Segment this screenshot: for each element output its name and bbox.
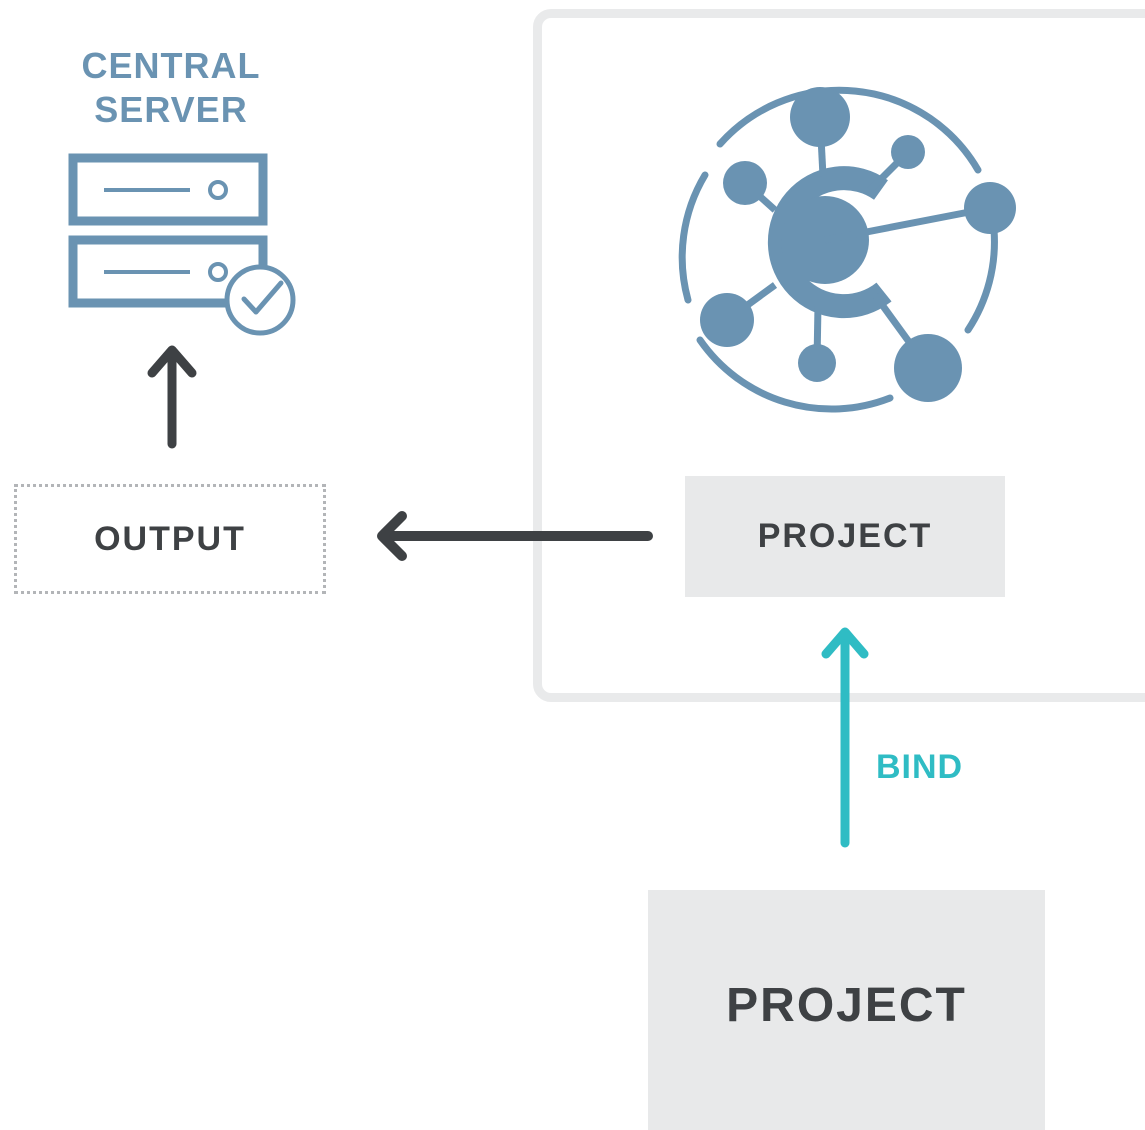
central-server-title: CENTRAL SERVER <box>60 44 282 132</box>
bind-label: BIND <box>876 748 964 786</box>
container-project-box: PROJECT <box>685 476 1005 597</box>
output-box: OUTPUT <box>14 484 326 594</box>
container-project-label: PROJECT <box>757 517 933 555</box>
external-project-box: PROJECT <box>648 890 1045 1130</box>
network-hub-icon <box>678 86 1016 413</box>
central-server-title-line2: SERVER <box>94 89 248 130</box>
arrow-project-to-output <box>377 511 653 561</box>
arrow-output-to-server <box>147 345 197 449</box>
container-frame <box>533 9 1145 702</box>
output-label: OUTPUT <box>94 519 246 558</box>
arrow-bind <box>821 627 869 848</box>
server-check-icon <box>68 153 296 336</box>
external-project-label: PROJECT <box>726 979 967 1032</box>
central-server-title-line1: CENTRAL <box>81 45 261 86</box>
